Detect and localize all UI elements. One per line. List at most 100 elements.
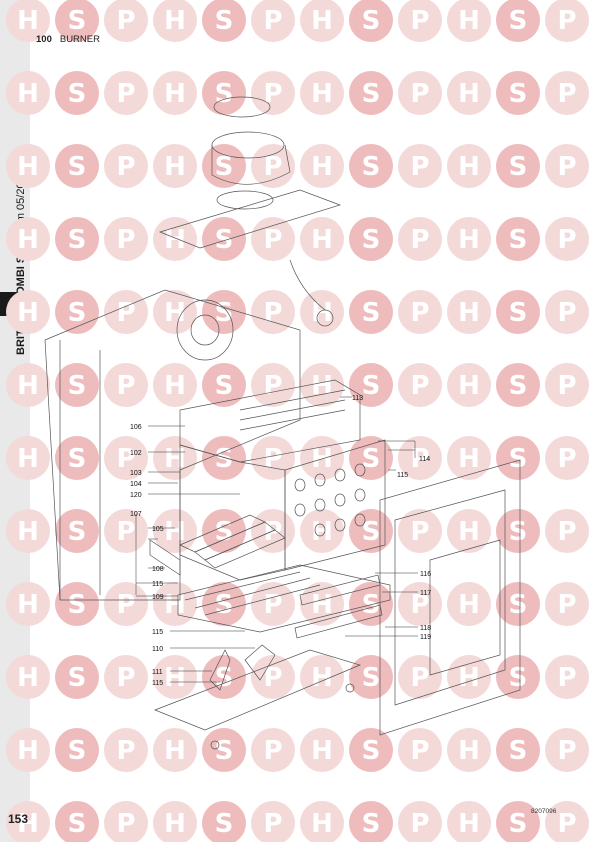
watermark-letter: P	[410, 152, 429, 182]
watermark-circle	[202, 509, 246, 553]
watermark-letter: H	[458, 663, 480, 693]
watermark-circle	[6, 509, 50, 553]
watermark-circle	[300, 0, 344, 42]
watermark-letter: H	[311, 590, 333, 620]
watermark-letter: P	[410, 225, 429, 255]
watermark-letter: P	[263, 736, 282, 766]
watermark-circle	[496, 0, 540, 42]
watermark-circle	[349, 144, 393, 188]
gas-valve	[244, 644, 276, 681]
watermark-letter: H	[164, 6, 186, 36]
watermark-letter: P	[410, 298, 429, 328]
watermark-circle	[55, 509, 99, 553]
watermark-letter: P	[263, 225, 282, 255]
watermark-letter: H	[164, 79, 186, 109]
watermark-letter: H	[17, 736, 39, 766]
watermark-circle	[55, 582, 99, 626]
watermark-letter: H	[458, 809, 480, 839]
watermark-letter: H	[458, 517, 480, 547]
watermark-letter: S	[509, 152, 528, 182]
callout-118: 118	[420, 625, 431, 632]
watermark-letter: H	[17, 225, 39, 255]
callout-113: 113	[352, 395, 363, 402]
watermark-circle	[251, 582, 295, 626]
watermark-circle	[153, 728, 197, 772]
watermark-circle	[545, 363, 589, 407]
watermark-circle	[202, 144, 246, 188]
watermark-circle	[300, 509, 344, 553]
watermark-letter: H	[17, 590, 39, 620]
watermark-circle	[104, 582, 148, 626]
watermark-letter: P	[263, 809, 282, 839]
watermark-circle	[496, 71, 540, 115]
watermark-circle	[104, 290, 148, 334]
watermark-circle	[251, 655, 295, 699]
watermark-letter: P	[116, 371, 135, 401]
watermark-circle	[349, 290, 393, 334]
watermark-letter: H	[311, 225, 333, 255]
watermark-letter: S	[362, 371, 381, 401]
watermark-letter: P	[557, 809, 576, 839]
burner-tray	[177, 564, 391, 633]
callout-labels: 113 106 114 102 115 103 104 120 107 105 …	[130, 395, 431, 687]
watermark-circle	[6, 144, 50, 188]
watermark-letter: S	[68, 809, 87, 839]
watermark-letter: H	[458, 444, 480, 474]
watermark-circle	[153, 144, 197, 188]
watermark-circle	[6, 582, 50, 626]
watermark-circle	[6, 363, 50, 407]
callout-107: 107	[130, 511, 142, 518]
watermark-circle	[251, 217, 295, 261]
watermark-letter: S	[215, 225, 234, 255]
fan-top	[211, 131, 285, 159]
watermark-circle	[447, 144, 491, 188]
watermark-letter: P	[116, 809, 135, 839]
watermark-letter: S	[509, 444, 528, 474]
watermark-circle	[300, 436, 344, 480]
watermark-circle	[496, 655, 540, 699]
watermark-circle	[496, 217, 540, 261]
watermark-circle	[55, 801, 99, 842]
watermark-circle	[300, 71, 344, 115]
watermark-circle	[447, 728, 491, 772]
watermark-letter: H	[17, 371, 39, 401]
watermark-letter: H	[458, 152, 480, 182]
watermark-circle	[251, 71, 295, 115]
gasket-ring	[213, 96, 271, 118]
watermark-circle	[349, 655, 393, 699]
watermark-letter: H	[164, 152, 186, 182]
fan-gasket	[216, 190, 274, 210]
watermark-circle	[55, 363, 99, 407]
watermark-circle	[349, 71, 393, 115]
watermark-letter: H	[164, 371, 186, 401]
fan-assembly	[176, 299, 234, 361]
case-back-panel	[44, 289, 301, 601]
watermark-circle	[202, 728, 246, 772]
watermark-circle	[398, 509, 442, 553]
watermark-circle	[6, 71, 50, 115]
watermark-circle	[545, 436, 589, 480]
watermark-letter: S	[68, 517, 87, 547]
watermark-circle	[447, 217, 491, 261]
panel-holes	[294, 463, 366, 537]
burner-bars	[149, 514, 286, 576]
watermark-circle	[104, 144, 148, 188]
front-door-window	[394, 489, 506, 706]
watermark-circle	[447, 436, 491, 480]
callout-114: 114	[419, 456, 430, 463]
watermark-circle	[6, 290, 50, 334]
watermark-letter: H	[17, 809, 39, 839]
callout-117: 117	[420, 590, 431, 597]
watermark-circle	[104, 71, 148, 115]
watermark-letter: S	[362, 298, 381, 328]
watermark-circle	[300, 582, 344, 626]
watermark-letter: P	[263, 6, 282, 36]
watermark-circle	[398, 217, 442, 261]
watermark-letter: S	[68, 79, 87, 109]
watermark-circle	[300, 144, 344, 188]
watermark-circle	[398, 144, 442, 188]
watermark-circle	[6, 217, 50, 261]
watermark-circle	[447, 290, 491, 334]
watermark-circle	[545, 509, 589, 553]
